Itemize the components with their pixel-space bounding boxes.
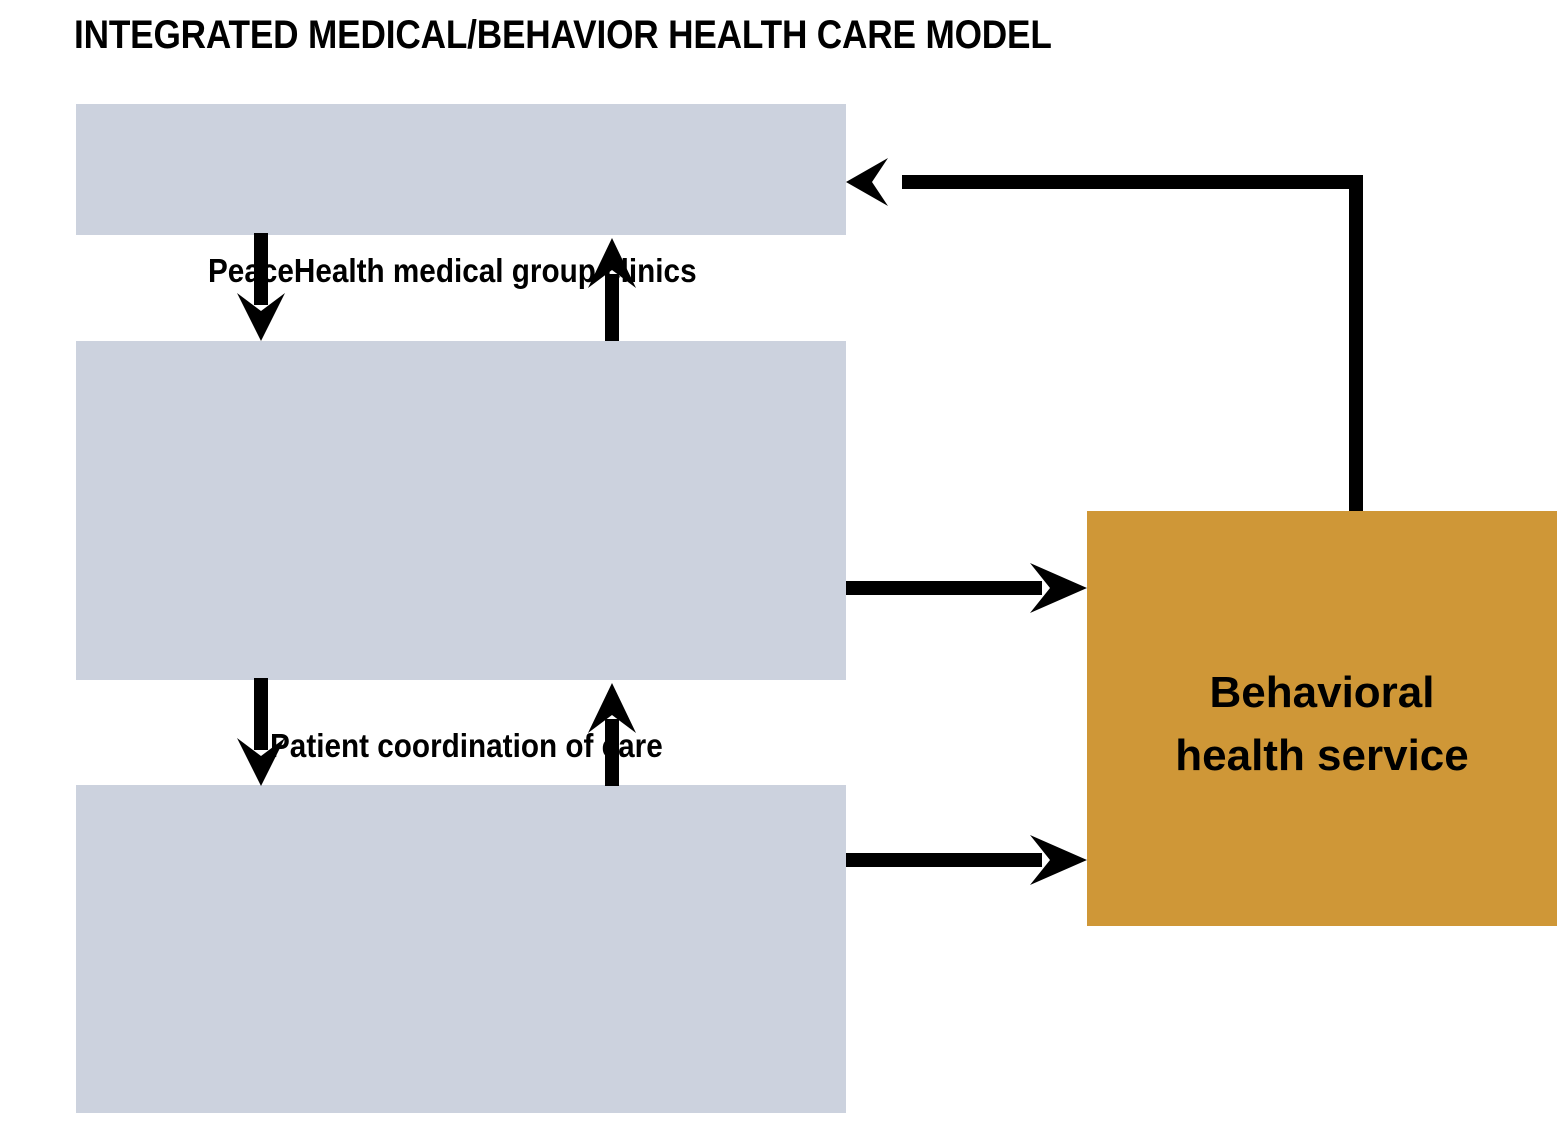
- arrow-bhs-to-clinics: [846, 158, 1363, 511]
- behavioral-health-service-label: Behavioral health service: [1087, 661, 1557, 787]
- node-peacehealth-medical-group-clinics[interactable]: PeaceHealth medical group clinics: [76, 104, 846, 289]
- node-behavioral-health-service[interactable]: Behavioral health service: [1087, 511, 1557, 926]
- clinics-heading: PeaceHealth medical group clinics: [208, 252, 697, 289]
- arrow-coordination-to-bhs: [846, 563, 1087, 613]
- node-patient-coordination-of-care[interactable]: Patient coordination of care PeaceHealth…: [76, 341, 846, 971]
- page-title: INTEGRATED MEDICAL/BEHAVIOR HEALTH CARE …: [74, 13, 1052, 57]
- bhs-label-line-1: Behavioral: [1209, 668, 1435, 717]
- arrow-provider-to-bhs: [846, 835, 1087, 885]
- node-behavioral-health-integrated-provider[interactable]: Behavioral health integrated provider MD…: [76, 785, 846, 1113]
- bhs-label-line-2: health service: [1175, 731, 1469, 780]
- coordination-heading: Patient coordination of care: [270, 727, 663, 764]
